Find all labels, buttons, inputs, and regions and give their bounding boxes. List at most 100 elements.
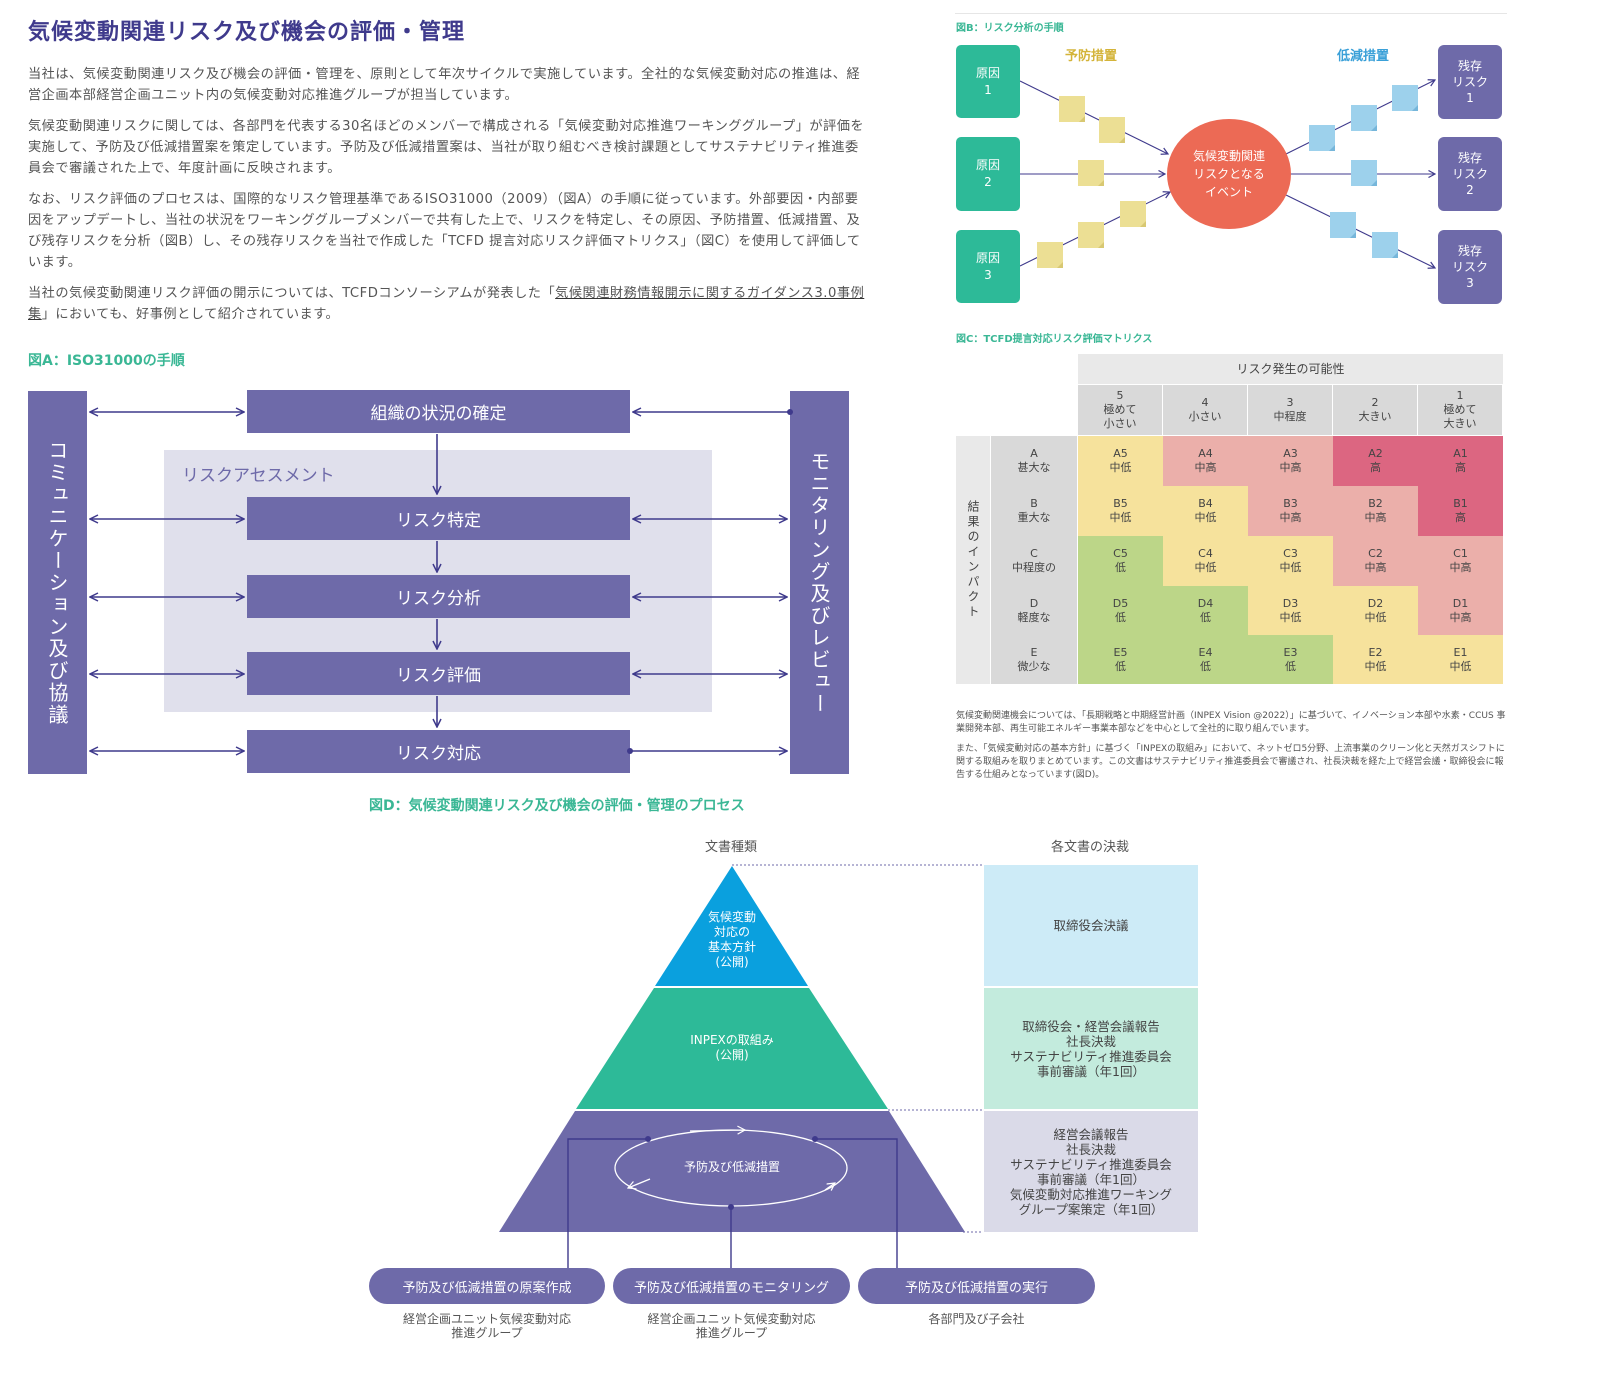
matrix-col-header: 2 大きい <box>1333 385 1417 435</box>
mitigate-notes <box>1309 85 1418 258</box>
paragraph-4-text-b: 」においても、好事例として紹介されています。 <box>41 307 340 322</box>
matrix-cell: A3 中高 <box>1248 436 1333 486</box>
matrix-cell: E5 低 <box>1078 635 1163 684</box>
step-context: 組織の状況の確定 <box>247 390 630 433</box>
guidance-link[interactable]: 気候関連財務情報開示に関するガイダンス3.0事例集 <box>28 286 865 322</box>
doc-types-header: 文書種類 <box>705 840 758 855</box>
step-identify-label: リスク特定 <box>396 511 481 531</box>
tier-1-label: 気候変動 対応の 基本方針 (公開) <box>707 910 756 969</box>
paragraph-4-text-a: 当社の気候変動関連リスク評価の開示については、TCFDコンソーシアムが発表した「 <box>28 286 556 301</box>
pyramid-tier-1 <box>655 866 808 986</box>
matrix-col-header: 3 中程度 <box>1248 385 1332 435</box>
matrix-cell: E1 中低 <box>1418 635 1503 684</box>
action-draft: 予防及び低減措置の原案作成 <box>369 1268 605 1304</box>
matrix-cell: B4 中低 <box>1163 486 1248 536</box>
figA-caption: 図A：ISO31000の手順 <box>28 353 185 369</box>
step-evaluate: リスク評価 <box>247 652 630 695</box>
page-title: 気候変動関連リスク及び機会の評価・管理 <box>28 20 466 45</box>
risk-event: 気候変動関連 リスクとなる イベント <box>1167 119 1291 229</box>
impact-header: 結果のインパクト <box>956 436 990 684</box>
cause-1: 原因 1 <box>956 45 1020 118</box>
matrix-cell: A1 高 <box>1418 436 1503 486</box>
action-monitor-label: 予防及び低減措置のモニタリング <box>633 1280 829 1296</box>
matrix-cell: E2 中低 <box>1333 635 1418 684</box>
action-execute-label: 予防及び低減措置の実行 <box>904 1280 1048 1296</box>
matrix-row-header: C 中程度の <box>991 536 1077 586</box>
matrix-cell: C5 低 <box>1078 536 1163 586</box>
step-context-label: 組織の状況の確定 <box>370 404 507 424</box>
matrix-cell: D2 中低 <box>1333 586 1418 635</box>
action-draft-label: 予防及び低減措置の原案作成 <box>402 1280 572 1296</box>
figA-arrows <box>0 0 793 790</box>
cause-3: 原因 3 <box>956 230 1020 303</box>
matrix-cell: C2 中高 <box>1333 536 1418 586</box>
prevent-notes <box>1037 96 1146 268</box>
action-monitor: 予防及び低減措置のモニタリング <box>613 1268 850 1304</box>
step-evaluate-label: リスク評価 <box>396 666 481 686</box>
note-2: また、「気候変動対応の基本方針」に基づく「INPEXの取組み」において、ネットゼ… <box>956 744 1505 780</box>
matrix-row-header: D 軽度な <box>991 586 1077 635</box>
tier-3-label: 予防及び低減措置 <box>683 1160 780 1174</box>
matrix-cell: D4 低 <box>1163 586 1248 635</box>
step-treat-label: リスク対応 <box>396 744 481 764</box>
mitigate-label: 低減措置 <box>1337 49 1390 64</box>
note-1: 気候変動関連機会については、「長期戦略と中期経営計画（INPEX Vision … <box>956 711 1506 734</box>
matrix-cell: B1 高 <box>1418 486 1503 536</box>
matrix-cell: A4 中高 <box>1163 436 1248 486</box>
matrix-cell: A5 中低 <box>1078 436 1163 486</box>
matrix-cell: D5 低 <box>1078 586 1163 635</box>
residual-risk-1: 残存 リスク 1 <box>1438 45 1502 119</box>
figB-top-rule <box>955 13 1507 14</box>
monitoring-bar-label: モニタリング及びレビュー <box>807 450 831 715</box>
owner-monitor: 経営企画ユニット気候変動対応 推進グループ <box>647 1312 816 1340</box>
decision-3: 経営会議報告 社長決裁 サステナビリティ推進委員会 事前審議（年1回） 気候変動… <box>984 1111 1198 1232</box>
figD-caption: 図D：気候変動関連リスク及び機会の評価・管理のプロセス <box>369 798 745 814</box>
matrix-cell: D3 中低 <box>1248 586 1333 635</box>
step-identify: リスク特定 <box>247 497 630 540</box>
matrix-cell: B2 中高 <box>1333 486 1418 536</box>
prevent-label: 予防措置 <box>1065 49 1118 64</box>
matrix-cell: C3 中低 <box>1248 536 1333 586</box>
matrix-col-header: 4 小さい <box>1163 385 1247 435</box>
matrix-cell: B5 中低 <box>1078 486 1163 536</box>
residual-risk-2: 残存 リスク 2 <box>1438 137 1502 211</box>
matrix-col-header: 1 極めて 大きい <box>1418 385 1502 435</box>
communication-bar-label: コミュニケーション及び協議 <box>45 439 69 726</box>
paragraph-2: 気候変動関連リスクに関しては、各部門を代表する30名ほどのメンバーで構成される「… <box>28 119 865 176</box>
step-treat: リスク対応 <box>247 730 630 773</box>
paragraph-3: なお、リスク評価のプロセスは、国際的なリスク管理基準であるISO31000（20… <box>28 192 861 270</box>
matrix-cell: D1 中高 <box>1418 586 1503 635</box>
figB-caption: 図B：リスク分析の手順 <box>956 23 1064 34</box>
step-analyze-label: リスク分析 <box>396 589 481 609</box>
action-execute: 予防及び低減措置の実行 <box>858 1268 1095 1304</box>
matrix-cell: C4 中低 <box>1163 536 1248 586</box>
matrix-col-header: 5 極めて 小さい <box>1078 385 1162 435</box>
risk-assessment-label: リスクアセスメント <box>182 466 335 486</box>
cause-2: 原因 2 <box>956 137 1020 211</box>
matrix-cell: B3 中高 <box>1248 486 1333 536</box>
tier-2-label: INPEXの取組み (公開) <box>690 1033 774 1062</box>
decision-1: 取締役会決議 <box>984 865 1198 986</box>
pyramid-tier-3 <box>499 1111 965 1232</box>
figC-caption: 図C：TCFD提言対応リスク評価マトリクス <box>956 334 1153 345</box>
paragraph-1: 当社は、気候変動関連リスク及び機会の評価・管理を、原則として年次サイクルで実施し… <box>28 67 861 103</box>
matrix-cell: E3 低 <box>1248 635 1333 684</box>
matrix-row-header: E 微少な <box>991 635 1077 684</box>
matrix-row-header: B 重大な <box>991 486 1077 536</box>
step-analyze: リスク分析 <box>247 575 630 618</box>
paragraph-4: 当社の気候変動関連リスク評価の開示については、TCFDコンソーシアムが発表した「… <box>28 283 868 325</box>
owner-draft: 経営企画ユニット気候変動対応 推進グループ <box>402 1312 571 1340</box>
monitoring-bar: モニタリング及びレビュー <box>790 391 849 774</box>
decision-2: 取締役会・経営会議報告 社長決裁 サステナビリティ推進委員会 事前審議（年1回） <box>984 988 1198 1109</box>
likelihood-header: リスク発生の可能性 <box>1078 354 1503 384</box>
communication-bar: コミュニケーション及び協議 <box>28 391 87 774</box>
matrix-cell: E4 低 <box>1163 635 1248 684</box>
matrix-cell: A2 高 <box>1333 436 1418 486</box>
matrix-cell: C1 中高 <box>1418 536 1503 586</box>
decisions-header: 各文書の決裁 <box>1051 840 1130 855</box>
matrix-row-header: A 甚大な <box>991 436 1077 486</box>
figB-connectors <box>1019 40 1515 320</box>
residual-risk-3: 残存 リスク 3 <box>1438 230 1502 304</box>
pyramid-tier-2 <box>576 988 888 1109</box>
